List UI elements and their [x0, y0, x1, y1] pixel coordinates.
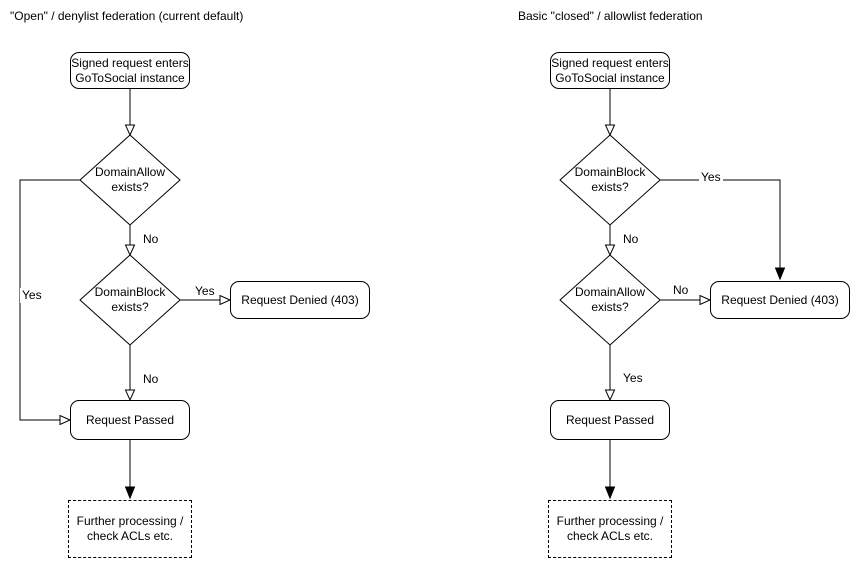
right-arrowhead-decision1-no: [604, 244, 616, 257]
left-arrowhead-decision2-no: [124, 389, 136, 402]
left-arrowhead-decision2-yes: [219, 294, 232, 306]
right-arrowhead-decision1-yes: [774, 267, 786, 281]
left-diagram-title: "Open" / denylist federation (current de…: [10, 9, 244, 23]
right-decision2-label: DomainAllow exists?: [574, 285, 646, 314]
right-decision1-label: DomainBlock exists?: [574, 165, 646, 194]
left-decision2-yes-label: Yes: [193, 284, 217, 299]
right-denied-node: Request Denied (403): [710, 281, 850, 319]
right-edge-decision1-yes: [660, 179, 781, 268]
left-passed-node: Request Passed: [70, 400, 190, 440]
right-arrowhead-decision2-yes: [604, 389, 616, 402]
left-denied-node: Request Denied (403): [230, 281, 370, 319]
left-arrowhead-decision1-yes: [59, 414, 72, 426]
right-diagram-shapes: [559, 89, 786, 500]
left-arrowhead-start-to-decision1: [124, 124, 136, 137]
left-diagram-shapes: [19, 89, 232, 500]
left-decision1-no-label: No: [141, 232, 161, 247]
right-start-node: Signed request enters GoToSocial instanc…: [550, 52, 670, 89]
left-decision2-no-label: No: [141, 372, 161, 387]
right-arrowhead-decision2-no: [699, 294, 712, 306]
right-arrowhead-passed-to-further: [604, 486, 616, 500]
left-decision2-label: DomainBlock exists?: [94, 285, 166, 314]
right-decision2-no-label: No: [671, 283, 691, 298]
right-diagram-title: Basic "closed" / allowlist federation: [518, 9, 703, 23]
right-decision1-no-label: No: [621, 232, 641, 247]
left-start-node: Signed request enters GoToSocial instanc…: [70, 52, 190, 89]
left-arrowhead-passed-to-further: [124, 486, 136, 500]
right-decision2-yes-label: Yes: [621, 371, 645, 386]
left-arrowhead-decision1-no: [124, 244, 136, 257]
right-passed-node: Request Passed: [550, 400, 670, 440]
left-further-processing-node: Further processing / check ACLs etc.: [68, 500, 192, 558]
left-decision1-label: DomainAllow exists?: [94, 165, 166, 194]
left-decision1-yes-label: Yes: [20, 288, 44, 303]
right-further-processing-node: Further processing / check ACLs etc.: [548, 500, 672, 558]
right-decision1-yes-label: Yes: [699, 170, 723, 185]
right-arrowhead-start-to-decision1: [604, 124, 616, 137]
